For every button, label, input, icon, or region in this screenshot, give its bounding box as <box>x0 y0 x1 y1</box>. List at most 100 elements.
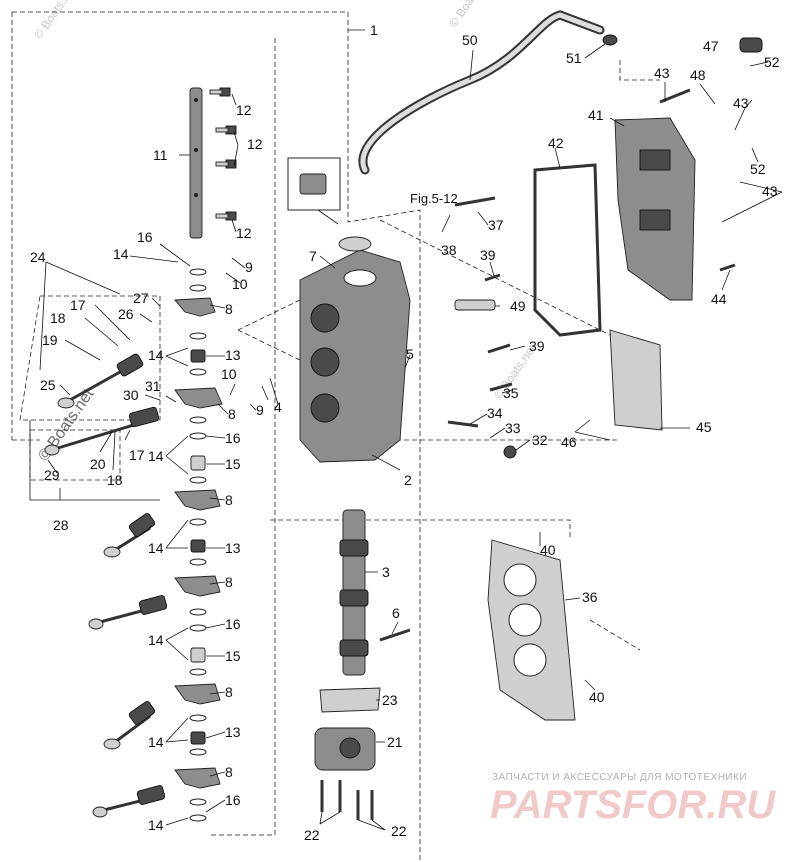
callout-20: 20 <box>90 456 106 472</box>
spring <box>190 731 206 745</box>
callout-32: 32 <box>532 432 548 448</box>
washer <box>189 416 207 424</box>
callout-14: 14 <box>148 734 164 750</box>
rocker-shaft <box>189 87 203 239</box>
washer <box>189 748 207 756</box>
callout-10: 10 <box>232 276 248 292</box>
rocker-arm <box>174 767 221 789</box>
rocker-arm <box>174 387 223 409</box>
plate <box>609 329 663 431</box>
shaft-bolts <box>209 87 237 221</box>
bolt <box>379 628 411 642</box>
breather-hose <box>358 10 605 175</box>
callout-8: 8 <box>225 684 233 700</box>
callout-12: 12 <box>236 225 252 241</box>
cover-frame <box>619 60 660 81</box>
callout-13: 13 <box>225 724 241 740</box>
fitting <box>503 445 517 459</box>
callout-31: 31 <box>145 378 161 394</box>
rocker-shaft-body <box>189 87 203 239</box>
callout-10: 10 <box>221 366 237 382</box>
washer <box>189 476 207 484</box>
callout-12: 12 <box>236 102 252 118</box>
callout-47: 47 <box>703 38 719 54</box>
washer <box>189 368 207 376</box>
washer <box>189 608 207 616</box>
callout-33: 33 <box>505 420 521 436</box>
rocker-shaft-hole <box>194 98 198 102</box>
bolt <box>209 87 231 97</box>
callout-11: 11 <box>153 147 168 163</box>
leader-lines <box>29 29 783 831</box>
oil-seal <box>338 236 372 252</box>
detail-inset-arrow <box>317 209 339 225</box>
brand-tagline: ЗАПЧАСТИ И АКСЕССУАРЫ ДЛЯ МОТОТЕХНИКИ <box>492 772 747 783</box>
head-frame-lines <box>237 299 301 361</box>
rocker-arm <box>174 489 221 511</box>
gasket-frame <box>379 219 621 441</box>
callout-45: 45 <box>696 419 712 435</box>
oil-pump <box>314 727 376 771</box>
callout-8: 8 <box>225 764 233 780</box>
callout-41: 41 <box>588 107 604 123</box>
cylinder-head-cover <box>614 117 696 301</box>
callout-16: 16 <box>225 616 241 632</box>
breather-hose-inner <box>360 12 603 173</box>
spring <box>190 539 206 553</box>
cover-gasket <box>533 163 602 337</box>
callout-15: 15 <box>225 456 241 472</box>
callout-40: 40 <box>589 689 605 705</box>
callout-39: 39 <box>480 247 496 263</box>
callout-13: 13 <box>225 540 241 556</box>
callout-15: 15 <box>225 648 241 664</box>
callout-8: 8 <box>225 492 233 508</box>
spring <box>190 349 206 363</box>
oil-pump-gasket <box>319 687 381 713</box>
cam-lobe <box>339 539 369 557</box>
callout-16: 16 <box>225 792 241 808</box>
cam-bore <box>343 269 377 287</box>
callout-51: 51 <box>566 50 582 66</box>
cylinder-head <box>299 249 411 463</box>
detail-inset <box>287 157 341 225</box>
callout-17: 17 <box>70 297 86 313</box>
brand-logo: PARTSFOR.RU <box>490 783 776 827</box>
callout-46: 46 <box>561 434 577 450</box>
rocker-arm <box>174 297 216 317</box>
cover-rib <box>639 149 671 171</box>
combustion-chamber <box>310 393 340 423</box>
callout-28: 28 <box>53 517 69 533</box>
valve-kit-frame-upper <box>19 295 161 421</box>
valve-train-frame <box>210 38 276 836</box>
valve-assemblies <box>44 353 168 818</box>
rocker-shaft-hole <box>194 148 198 152</box>
callout-43: 43 <box>733 95 749 111</box>
rocker-arm <box>174 575 221 597</box>
callout-43: 43 <box>762 183 778 199</box>
callout-12: 12 <box>247 136 263 152</box>
cylinder-head-assembly-frame <box>12 11 421 862</box>
callout-25: 25 <box>40 377 56 393</box>
callout-50: 50 <box>462 32 478 48</box>
washer <box>189 624 207 632</box>
callout-18: 18 <box>107 472 123 488</box>
callout-6: 6 <box>392 605 400 621</box>
callout-27: 27 <box>133 290 149 306</box>
callout-37: 37 <box>488 217 504 233</box>
head-gasket <box>487 539 576 721</box>
callout-35: 35 <box>503 385 519 401</box>
combustion-chamber <box>310 303 340 333</box>
callout-40: 40 <box>540 542 556 558</box>
oil-pump-rotor <box>339 737 361 759</box>
collar <box>190 647 206 663</box>
callout-29: 29 <box>44 467 60 483</box>
gasket-dowel-line <box>589 619 641 651</box>
callout-52: 52 <box>764 54 780 70</box>
callout-16: 16 <box>225 430 241 446</box>
valve <box>88 595 168 630</box>
washer <box>189 332 207 340</box>
callout-26: 26 <box>118 306 134 322</box>
callout-14: 14 <box>148 347 164 363</box>
valve <box>103 701 156 750</box>
valve <box>103 513 156 558</box>
